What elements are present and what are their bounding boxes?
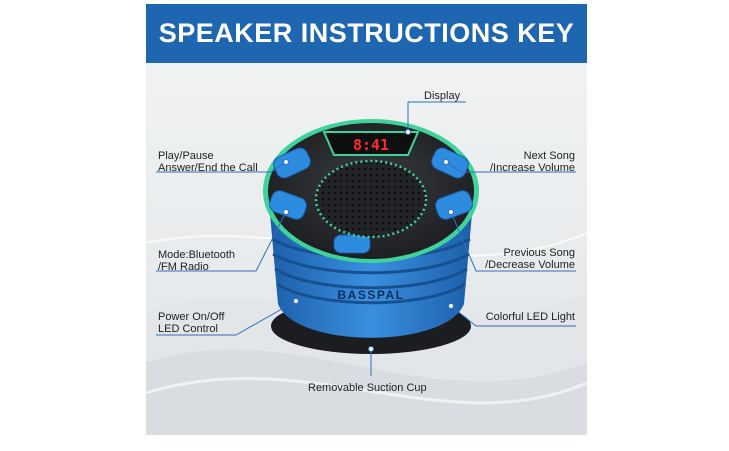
label-power-line2: LED Control xyxy=(158,323,218,335)
label-mode-line2: /FM Radio xyxy=(158,261,209,273)
speaker-illustration: BASSPAL 8:41 xyxy=(263,119,479,354)
label-next-song-line2: /Increase Volume xyxy=(490,162,575,174)
product-image-panel: SPEAKER INSTRUCTIONS KEY xyxy=(146,4,587,435)
page-title: SPEAKER INSTRUCTIONS KEY xyxy=(158,18,575,48)
title-banner: SPEAKER INSTRUCTIONS KEY xyxy=(146,4,587,63)
label-led-light: Colorful LED Light xyxy=(485,311,575,323)
label-power-line1: Power On/Off xyxy=(158,311,225,323)
label-previous-song-line2: /Decrease Volume xyxy=(485,259,575,271)
brand-logo: BASSPAL xyxy=(338,288,405,302)
label-power: Power On/Off LED Control xyxy=(158,311,224,335)
label-play-pause-line2: Answer/End the Call xyxy=(158,162,258,174)
label-previous-song-line1: Previous Song xyxy=(503,247,575,259)
display-time: 8:41 xyxy=(353,136,389,154)
label-display: Display xyxy=(424,90,461,102)
label-next-song-line1: Next Song xyxy=(523,150,575,162)
label-mode: Mode:Bluetooth /FM Radio xyxy=(158,249,235,273)
display-panel xyxy=(322,131,420,156)
label-mode-line1: Mode:Bluetooth xyxy=(158,249,236,261)
label-play-pause: Play/Pause Answer/End the Call xyxy=(158,150,258,174)
label-play-pause-line1: Play/Pause xyxy=(158,150,214,162)
label-next-song: Next Song /Increase Volume xyxy=(490,150,575,174)
label-suction-cup: Removable Suction Cup xyxy=(308,382,427,394)
label-previous-song: Previous Song /Decrease Volume xyxy=(485,247,575,271)
